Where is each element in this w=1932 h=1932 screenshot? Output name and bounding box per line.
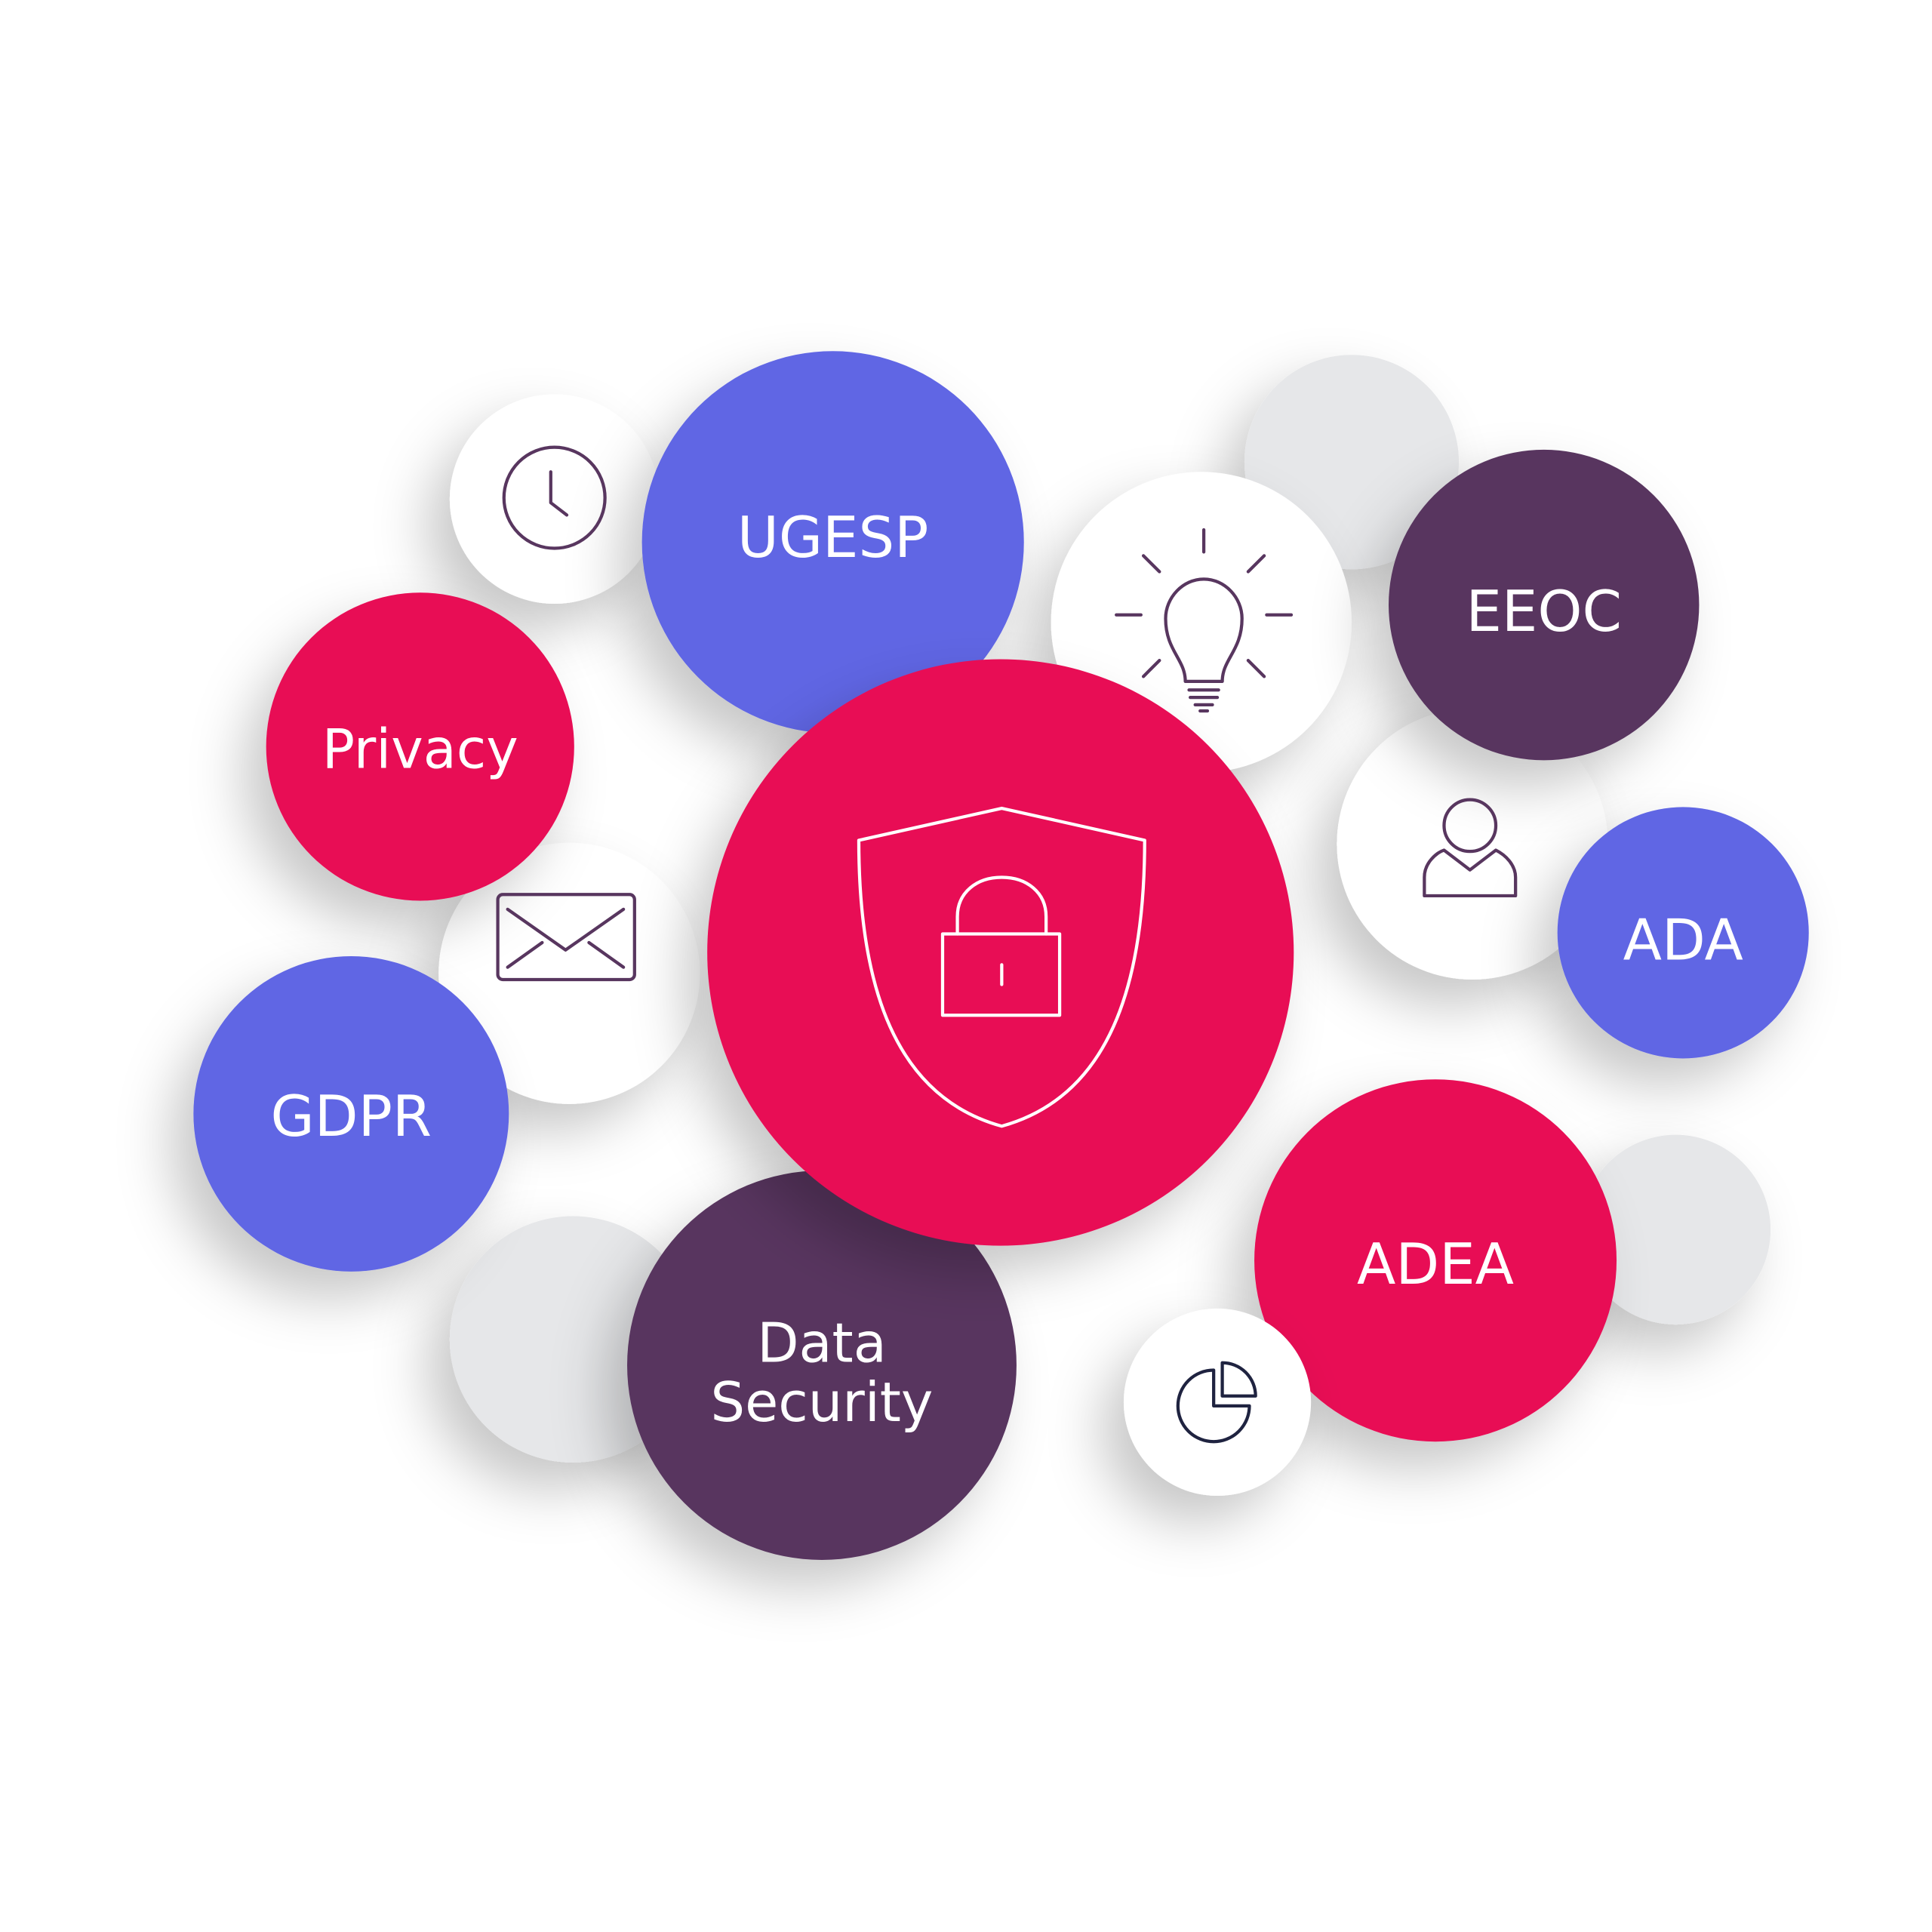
person-icon bbox=[1423, 798, 1518, 898]
eeoc-bubble bbox=[1389, 449, 1700, 761]
envelope-icon bbox=[496, 893, 636, 982]
center-bubble bbox=[707, 659, 1294, 1246]
ugesp-label: UGESP bbox=[737, 504, 929, 571]
lightbulb-icon bbox=[1115, 528, 1294, 713]
data-security-label-line1: Data bbox=[757, 1312, 887, 1375]
data-security-label-line2: Security bbox=[710, 1371, 933, 1434]
pie-bubble bbox=[1123, 1308, 1312, 1497]
shield-lock-icon bbox=[857, 806, 1146, 1128]
ada-label: ADA bbox=[1623, 907, 1743, 974]
clock-bubble bbox=[449, 394, 660, 604]
gray-bubble-right bbox=[1580, 1134, 1771, 1325]
pie-chart-icon bbox=[1176, 1361, 1257, 1444]
privacy-label: Privacy bbox=[322, 718, 518, 781]
ada-bubble bbox=[1557, 807, 1809, 1059]
ugesp-bubble bbox=[641, 351, 1024, 734]
adea-label: ADEA bbox=[1357, 1231, 1514, 1297]
gdpr-bubble bbox=[193, 955, 509, 1272]
eeoc-label: EEOC bbox=[1466, 578, 1621, 645]
data-security-bubble bbox=[627, 1171, 1017, 1560]
clock-icon bbox=[502, 445, 607, 550]
privacy-bubble bbox=[266, 592, 574, 901]
adea-bubble bbox=[1254, 1079, 1617, 1442]
gdpr-label: GDPR bbox=[271, 1083, 432, 1149]
person-bubble bbox=[1337, 708, 1608, 980]
